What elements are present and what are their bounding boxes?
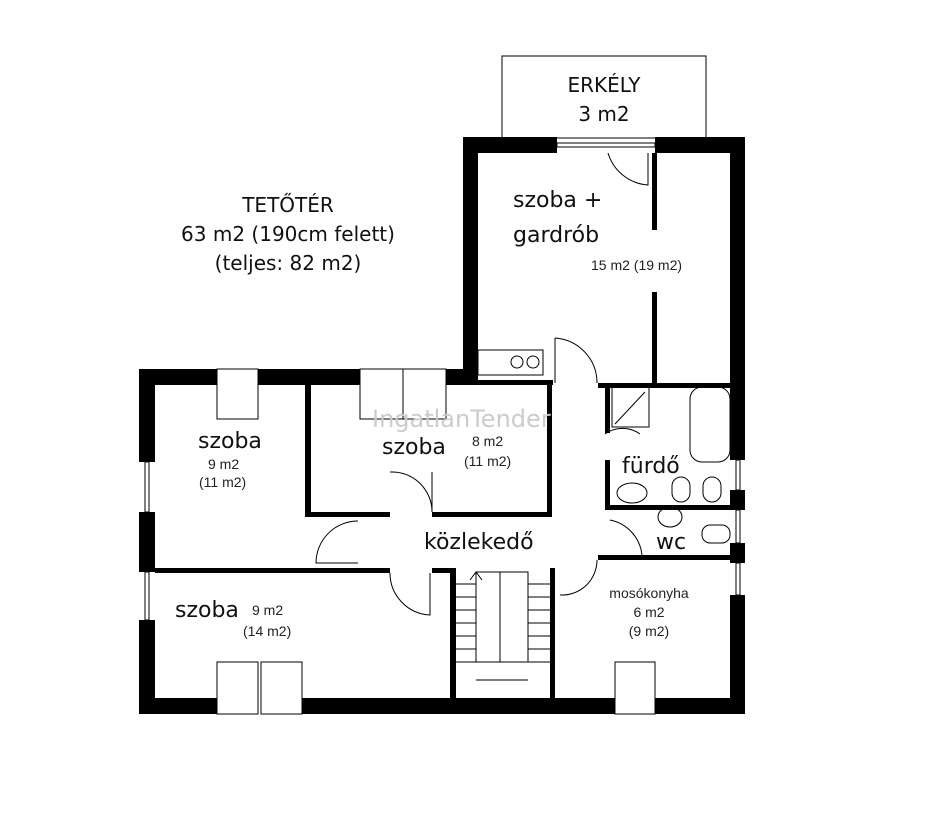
room-total: (9 m2) — [629, 623, 669, 639]
room-label: fürdő — [622, 454, 680, 479]
room-area: 9 m2 — [252, 602, 283, 618]
attic-total: (teljes: 82 m2) — [215, 251, 362, 275]
room-label: gardrób — [513, 223, 599, 248]
stove-icon — [477, 349, 544, 376]
attic-area: 63 m2 (190cm felett) — [181, 222, 395, 246]
balcony-area: 3 m2 — [578, 102, 629, 126]
room-label: szoba — [198, 429, 262, 454]
windows — [144, 142, 741, 715]
fixtures — [477, 349, 731, 544]
attic-title: TETŐTÉR — [241, 193, 334, 217]
room-label: mosókonyha — [609, 585, 689, 601]
room-area: 15 m2 (19 m2) — [591, 257, 682, 273]
room-label: szoba + — [513, 188, 602, 213]
bathtub-icon — [689, 386, 731, 463]
room-label: szoba — [382, 435, 446, 460]
room-total: (11 m2) — [464, 453, 511, 469]
doors — [315, 152, 649, 616]
room-label: szoba — [175, 598, 239, 623]
room-area: 6 m2 — [633, 604, 664, 620]
room-area: 9 m2 — [208, 456, 239, 472]
toilet-icon — [701, 524, 731, 544]
balcony-outline — [501, 55, 707, 139]
wc-sink-icon — [657, 506, 683, 528]
room-total: (11 m2) — [199, 474, 246, 490]
room-area: 8 m2 — [472, 433, 503, 449]
bidet-icon — [671, 476, 691, 503]
balcony-name: ERKÉLY — [568, 73, 642, 97]
shower-icon — [611, 386, 650, 428]
room-total: (14 m2) — [243, 623, 291, 639]
watermark: IngatlanTender — [372, 405, 551, 433]
staircase — [456, 571, 550, 681]
sink-icon — [616, 482, 648, 504]
room-label: wc — [656, 530, 686, 555]
room-label: közlekedő — [424, 530, 534, 555]
toilet-bath-icon — [702, 476, 722, 503]
walls — [139, 137, 745, 714]
